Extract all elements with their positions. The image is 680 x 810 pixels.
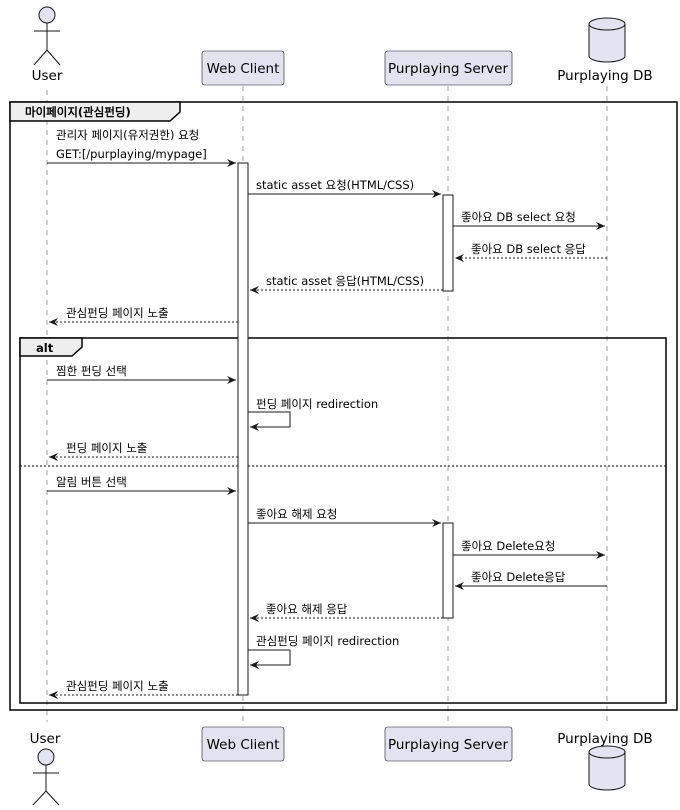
message-label: 좋아요 Delete응답 [471,570,566,584]
database-icon [588,17,626,63]
group-title: 마이페이지(관심펀딩) [25,105,131,119]
alt-title: alt [36,341,54,355]
participant-box [384,50,513,86]
message-like-db-select-response: 좋아요 DB select 응답 [455,242,607,262]
message-funding-redirection: 펀딩 페이지 redirection [248,397,378,431]
web-client-activation [237,162,249,696]
message-like-db-select-request: 좋아요 DB select 요청 [453,210,605,230]
message-label: GET:[/purplaying/mypage] [56,147,207,161]
message-label: 관리자 페이지(유저권한) 요청 [56,128,199,142]
participant-box [201,726,285,762]
message-label: 좋아요 해제 응답 [266,602,348,616]
participant-label: Purplaying DB [557,731,652,747]
message-interest-redirection: 관심펀딩 페이지 redirection [248,634,399,669]
participant-box [384,726,513,762]
message-label: 알림 버튼 선택 [56,475,127,489]
participant-user-top: User [32,6,63,84]
message-label: 좋아요 Delete요청 [461,539,555,553]
message-admin-page-request: 관리자 페이지(유저권한) 요청 GET:[/purplaying/mypage… [47,128,236,167]
group-frame: 마이페이지(관심펀딩) [9,101,678,711]
message-label: 관심펀딩 페이지 노출 [66,679,169,693]
alt-frame: alt [19,337,667,704]
participant-web-client-top: Web Client [201,50,285,86]
message-unlike-request: 좋아요 해제 요청 [248,507,441,527]
message-static-asset-request: static asset 요청(HTML/CSS) [248,178,441,198]
message-label: 펀딩 페이지 redirection [256,397,378,411]
database-icon [588,745,626,791]
participant-db-bottom: Purplaying DB [557,731,653,791]
message-unlike-response: 좋아요 해제 응답 [250,602,443,622]
participant-label: User [30,731,61,747]
message-select-funding: 찜한 펀딩 선택 [47,364,236,384]
message-like-delete-response: 좋아요 Delete응답 [455,570,607,590]
alt-title-tab [19,337,83,357]
participant-label: Web Client [207,737,280,753]
participant-db-top: Purplaying DB [557,17,653,84]
server-activation-2 [442,522,454,619]
participant-server-top: Purplaying Server [384,50,513,86]
participant-label: Purplaying Server [388,61,508,77]
message-label: 좋아요 해제 요청 [256,507,337,521]
self-message-arrow [248,649,291,669]
participant-label: Purplaying Server [388,737,508,753]
server-activation-1 [442,194,454,292]
database-icon-rim [588,23,626,31]
participant-web-client-bottom: Web Client [201,726,285,762]
participant-server-bottom: Purplaying Server [384,726,513,762]
self-message-arrow [248,411,291,431]
message-static-asset-response: static asset 응답(HTML/CSS) [250,274,443,294]
actor-head-icon [37,748,55,766]
message-interest-page-show: 관심펀딩 페이지 노출 [49,306,238,326]
actor-head-icon [38,6,56,24]
message-label: 좋아요 DB select 요청 [461,210,576,224]
group-title-tab [9,101,181,122]
participant-user-bottom: User [30,731,61,806]
message-label: 관심펀딩 페이지 redirection [256,634,399,648]
message-alarm-button-select: 알림 버튼 선택 [47,475,236,495]
message-funding-page-show: 펀딩 페이지 노출 [49,441,238,461]
participant-box [201,50,285,86]
message-interest-page-show-2: 관심펀딩 페이지 노출 [49,679,238,699]
message-label: 펀딩 페이지 노출 [66,441,147,455]
participant-label: Web Client [207,61,280,77]
message-label: static asset 응답(HTML/CSS) [266,274,424,288]
actor-leg-left-icon [33,49,48,66]
participant-label: User [32,68,63,84]
actor-leg-left-icon [32,790,47,806]
message-like-delete-request: 좋아요 Delete요청 [453,539,605,559]
message-label: 좋아요 DB select 응답 [471,242,586,256]
database-icon-rim [588,751,626,759]
message-label: static asset 요청(HTML/CSS) [256,178,414,192]
actor-leg-right-icon [46,49,61,66]
message-label: 관심펀딩 페이지 노출 [66,306,169,320]
actor-leg-right-icon [45,790,60,806]
message-label: 찜한 펀딩 선택 [56,364,127,378]
participant-label: Purplaying DB [557,68,652,84]
